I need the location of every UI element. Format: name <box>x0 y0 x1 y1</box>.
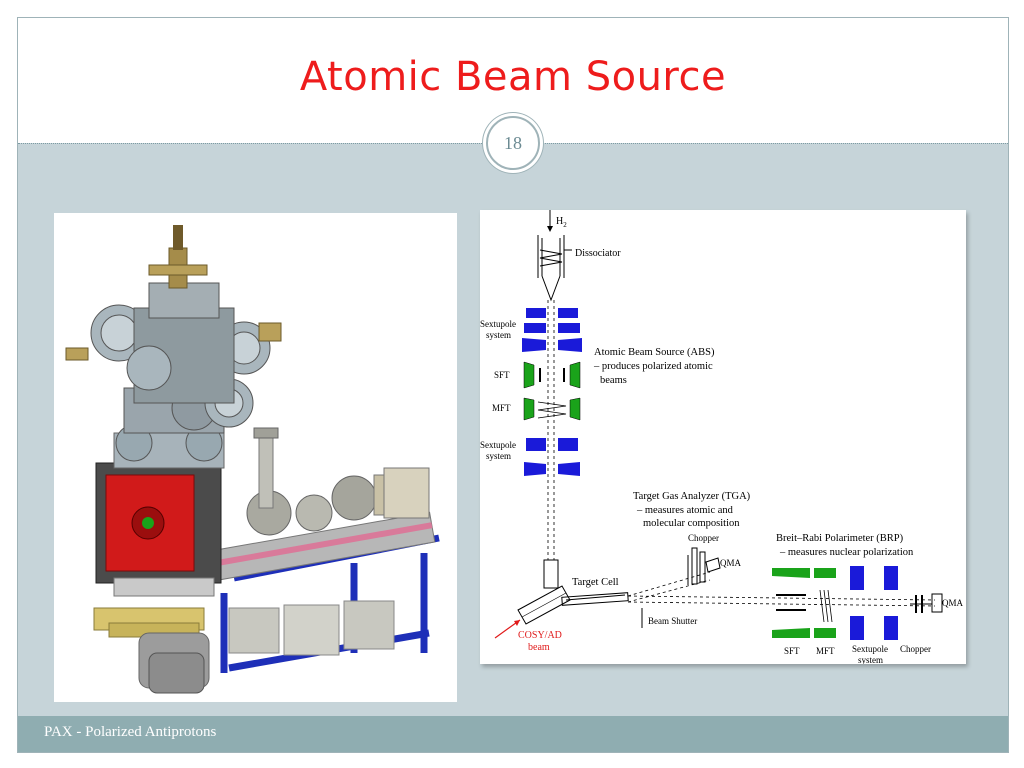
tga-desc-2: molecular composition <box>643 518 740 529</box>
sft-upper <box>523 361 581 389</box>
brp-sextupole <box>850 566 898 640</box>
brp-mft-label: MFT <box>816 646 835 656</box>
brp-qma-label: QMA <box>942 598 964 608</box>
abs-beam-path <box>547 300 555 560</box>
dissociator <box>537 235 572 302</box>
abs-schematic: H2 Dissociator <box>480 210 966 665</box>
brp-qma <box>931 593 943 613</box>
slide-frame: Atomic Beam Source 18 <box>17 17 1009 753</box>
brp-sextupole-label-1: Sextupole <box>852 644 888 654</box>
tga-qma-label: QMA <box>720 558 742 568</box>
tga-chopper-label: Chopper <box>688 533 719 543</box>
sextupole-lower-label-1: Sextupole <box>480 440 516 450</box>
brp-title: Breit–Rabi Polarimeter (BRP) <box>776 533 904 544</box>
mft-left-label: MFT <box>492 403 511 413</box>
tga-chopper <box>687 547 706 585</box>
brp-chopper-label: Chopper <box>900 644 931 654</box>
abs-desc-2: beams <box>600 375 627 386</box>
sextupole-system-lower <box>524 438 580 476</box>
h2-label: H2 <box>556 216 567 229</box>
sextupole-system-upper <box>522 308 582 352</box>
dissociator-label: Dissociator <box>575 248 621 259</box>
footer-text: PAX - Polarized Antiprotons <box>44 724 217 740</box>
tga-qma <box>705 557 721 573</box>
sft-left-label: SFT <box>494 370 510 380</box>
sextupole-upper-label-1: Sextupole <box>480 319 516 329</box>
tga-title: Target Gas Analyzer (TGA) <box>633 491 751 502</box>
h2-arrow-icon <box>547 226 553 232</box>
apparatus-rendering <box>54 213 457 702</box>
slide-footer: PAX - Polarized Antiprotons <box>18 716 1008 752</box>
tga-desc-1: – measures atomic and <box>636 505 734 516</box>
target-cell-label: Target Cell <box>572 577 619 588</box>
extraction-tube <box>561 592 629 606</box>
abs-desc-1: – produces polarized atomic <box>593 361 713 372</box>
sextupole-lower-label-2: system <box>486 451 511 461</box>
brp-desc: – measures nuclear polarization <box>779 547 914 558</box>
brp-sextupole-label-2: system <box>858 655 883 664</box>
slide-title: Atomic Beam Source <box>299 54 727 100</box>
sextupole-upper-label-2: system <box>486 330 511 340</box>
brp-mft <box>814 568 836 638</box>
cosy-beam-arrow-icon <box>514 620 520 626</box>
cosy-label-2: beam <box>528 642 550 653</box>
abs-title: Atomic Beam Source (ABS) <box>594 347 715 358</box>
mft-upper <box>523 397 581 421</box>
brp-chopper <box>910 595 932 613</box>
slide-number: 18 <box>486 116 540 170</box>
target-cell <box>517 559 571 625</box>
brp-sft-label: SFT <box>784 646 800 656</box>
cosy-label-1: COSY/AD <box>518 630 562 641</box>
brp-sft <box>772 568 810 638</box>
beam-shutter-label: Beam Shutter <box>648 616 697 626</box>
brp-beam-path <box>627 571 936 607</box>
